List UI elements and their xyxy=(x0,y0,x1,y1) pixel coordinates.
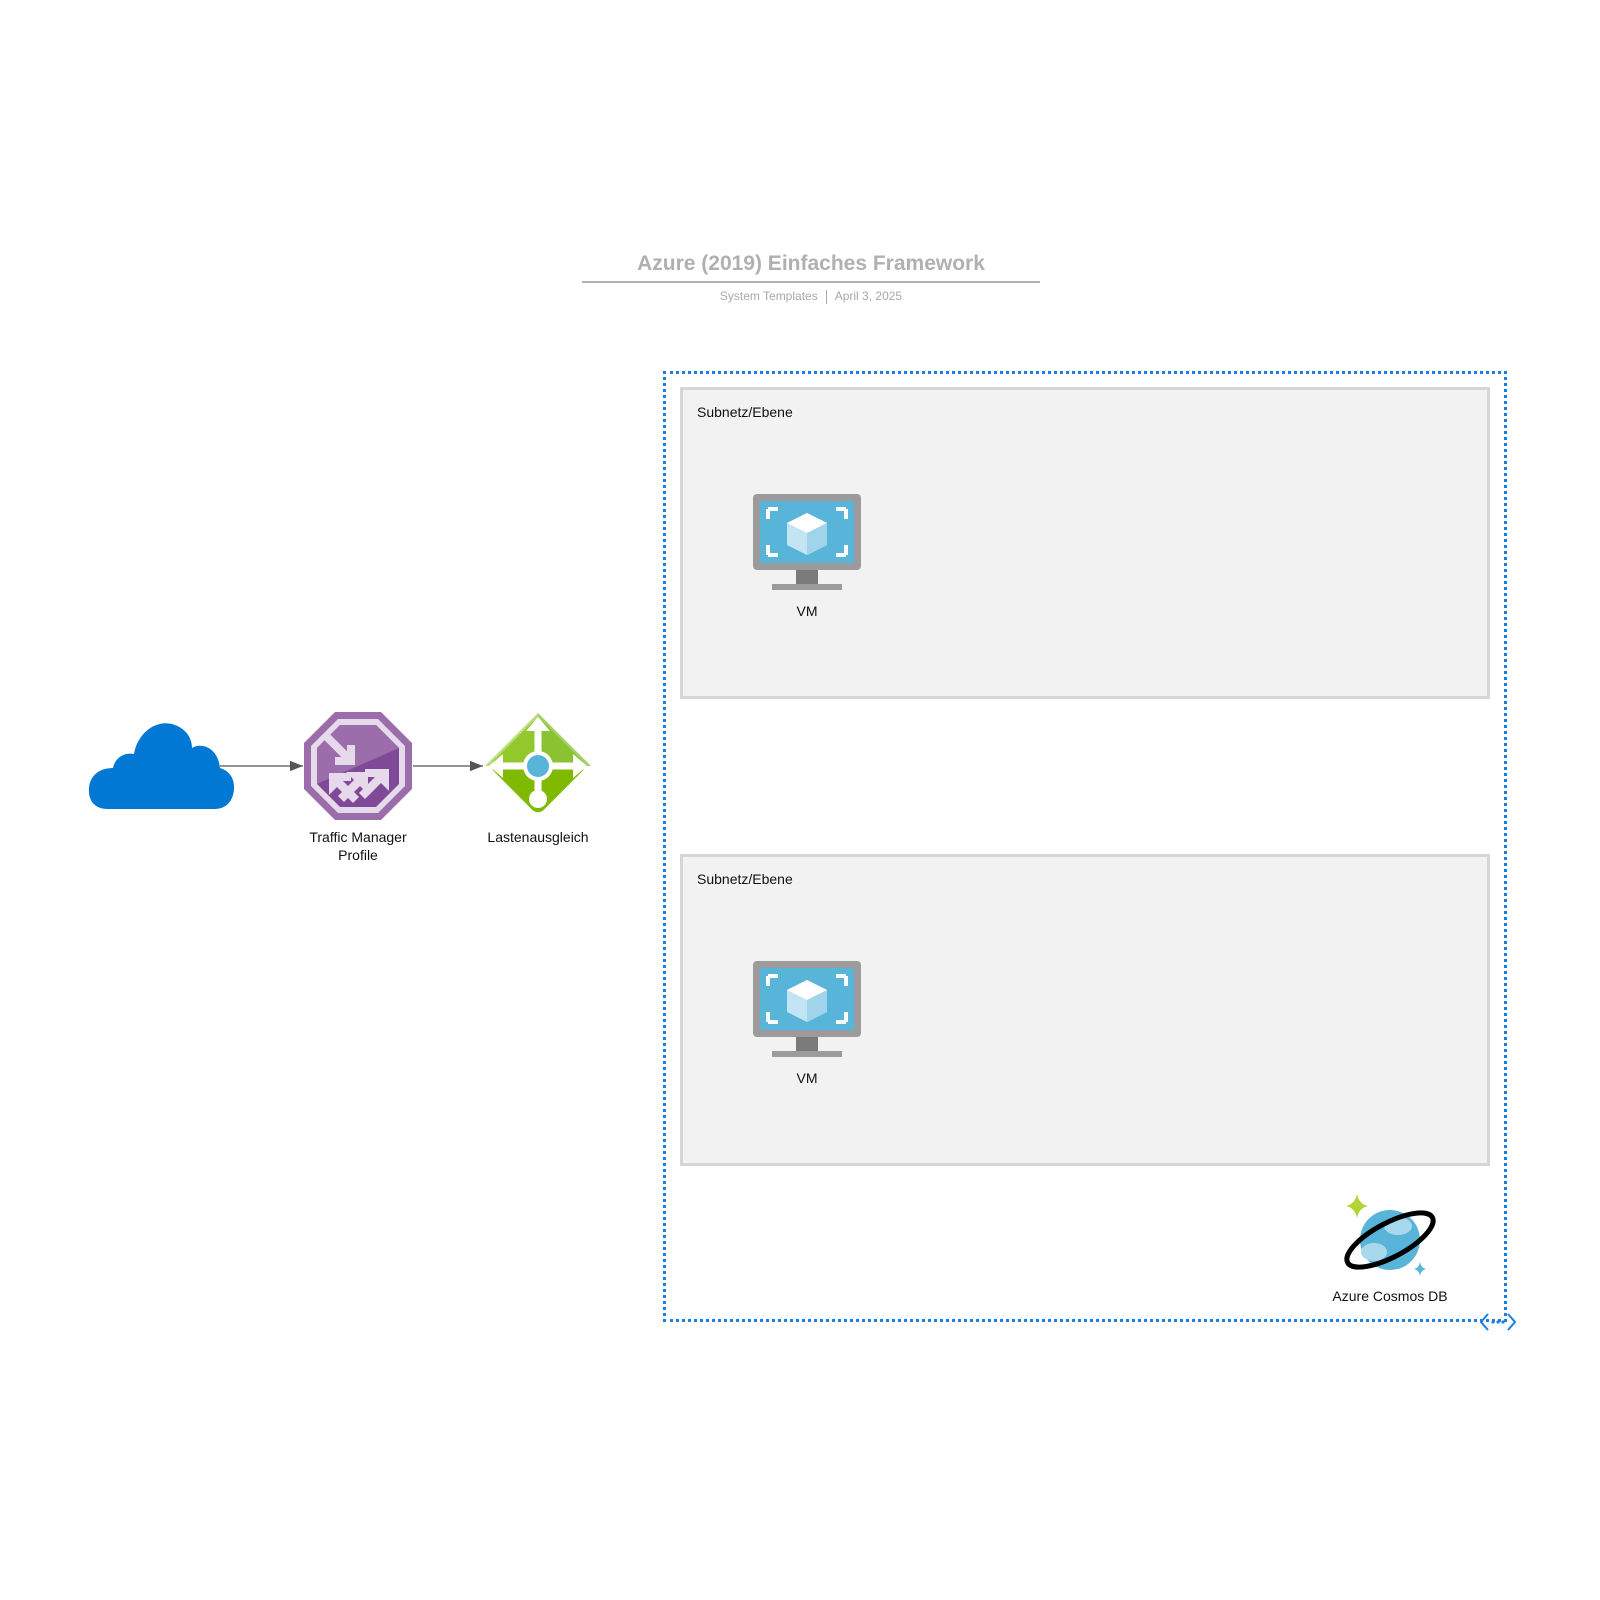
subnet-label: Subnetz/Ebene xyxy=(697,871,793,887)
title-divider xyxy=(582,281,1040,283)
cosmos-db-icon[interactable] xyxy=(1340,1192,1440,1282)
date-label: April 3, 2025 xyxy=(834,289,903,303)
traffic-manager-label: Traffic Manager Profile xyxy=(288,828,428,864)
vnet-icon xyxy=(1479,1313,1517,1331)
traffic-manager-icon[interactable] xyxy=(303,711,413,821)
load-balancer-label: Lastenausgleich xyxy=(487,829,589,845)
traffic-manager-label-line: Profile xyxy=(338,847,378,863)
vm-icon[interactable] xyxy=(752,960,862,1062)
diagram-title: Azure (2019) Einfaches Framework xyxy=(637,252,985,275)
source-label: System Templates xyxy=(719,289,818,303)
vm-icon[interactable] xyxy=(752,493,862,595)
subnet-label: Subnetz/Ebene xyxy=(697,404,793,420)
virtual-network-boundary[interactable] xyxy=(663,371,1507,1322)
load-balancer-icon[interactable] xyxy=(483,711,593,821)
vm-label: VM xyxy=(796,603,818,619)
separator xyxy=(825,289,827,304)
diagram-subtitle: System Templates April 3, 2025 xyxy=(582,289,1040,304)
internet-cloud-icon[interactable] xyxy=(88,720,236,812)
cosmos-db-label: Azure Cosmos DB xyxy=(1332,1288,1448,1304)
vm-label: VM xyxy=(796,1070,818,1086)
traffic-manager-label-line: Traffic Manager xyxy=(309,829,407,845)
